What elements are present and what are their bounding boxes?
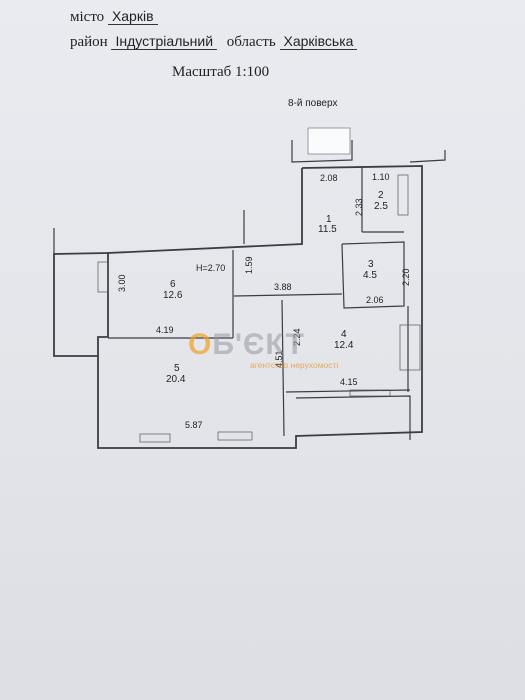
room-1-number: 1 (326, 214, 332, 225)
city-line: місто Харків (70, 8, 158, 26)
wall-room3 (341, 241, 405, 309)
entrance-wall (291, 140, 353, 163)
wall-corridor (233, 293, 343, 297)
city-label: місто (70, 9, 105, 25)
district-line: район Індустріальний область Харківська (70, 33, 358, 51)
watermark-o: О (188, 328, 213, 361)
dim-2-08: 2.08 (320, 173, 338, 183)
dim-1-59: 1.59 (244, 256, 254, 274)
window-bottom-2 (217, 431, 253, 441)
room-3-number: 3 (368, 259, 374, 270)
dim-4-15: 4.15 (340, 377, 358, 387)
district-label: район (70, 34, 108, 50)
outer-wall (97, 165, 423, 449)
dim-1-10: 1.10 (372, 172, 390, 182)
dim-3-00: 3.00 (117, 274, 127, 292)
dim-2-33: 2.33 (354, 198, 364, 216)
vent-shaft (397, 174, 409, 216)
room-6: 6 12.6 (163, 279, 183, 301)
district-value: Індустріальний (111, 33, 218, 50)
room-6-area: 12.6 (163, 290, 183, 301)
room-5-area: 20.4 (166, 374, 186, 385)
watermark-subtitle: агентство нерухомості (250, 360, 339, 370)
floor-label: 8-й поверх (288, 98, 338, 109)
dim-3-88: 3.88 (274, 282, 292, 292)
window-bottom-1 (139, 433, 171, 443)
dim-2-20: 2.20 (401, 268, 411, 286)
right-exterior (409, 150, 446, 163)
city-value: Харків (107, 8, 158, 25)
wall-room4-bottom (285, 389, 411, 393)
room-2-number: 2 (378, 190, 384, 201)
dim-2-06: 2.06 (366, 295, 384, 305)
dim-5-87: 5.87 (185, 420, 203, 430)
room-4-area: 12.4 (334, 340, 354, 351)
watermark-brand: Б'ЄКТ (212, 328, 305, 361)
left-balcony (53, 252, 109, 357)
window-room4 (349, 389, 391, 397)
dim-4-19: 4.19 (156, 325, 174, 335)
region-label: область (226, 34, 276, 50)
dim-2-24: 2.24 (292, 328, 302, 346)
agency-watermark: ОБ'ЄКТ (188, 328, 305, 362)
room-6-number: 6 (170, 279, 176, 290)
scale-label: Масштаб 1:100 (172, 64, 270, 80)
room-2-area: 2.5 (374, 201, 388, 212)
region-value: Харківська (279, 33, 358, 50)
room-4-number: 4 (341, 329, 347, 340)
wall-room5-right (281, 299, 285, 437)
dim-4-51: 4.51 (274, 350, 284, 368)
dim-height: H=2.70 (196, 263, 225, 273)
room-1: 1 11.5 (318, 214, 337, 235)
room-4: 4 12.4 (334, 329, 354, 351)
entrance-box (307, 127, 351, 155)
room-1-area: 11.5 (318, 224, 337, 235)
room-3-area: 4.5 (363, 270, 377, 281)
room-5: 5 20.4 (166, 363, 186, 385)
window-left (97, 261, 109, 293)
bottom-balcony (295, 395, 411, 440)
room-2: 2 2.5 (374, 190, 388, 212)
room-5-number: 5 (174, 363, 180, 374)
kitchen-unit (399, 324, 421, 371)
room-3: 3 4.5 (363, 259, 377, 281)
